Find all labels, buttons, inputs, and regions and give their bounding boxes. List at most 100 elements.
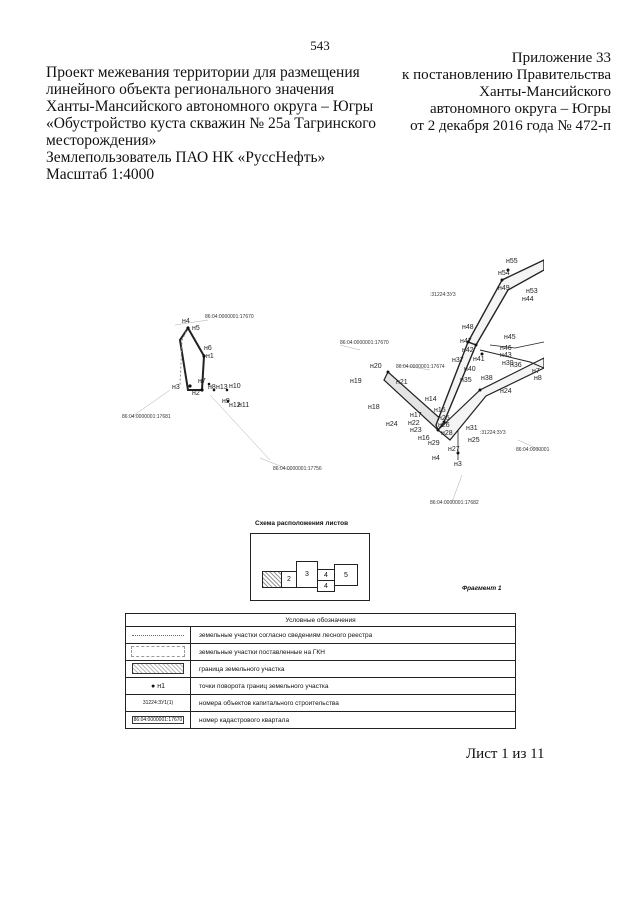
legend-symbol xyxy=(125,660,191,678)
title-line: Проект межевания территории для размещен… xyxy=(46,64,360,81)
point-label: н31 xyxy=(466,425,478,432)
point-label: н7 xyxy=(532,368,540,375)
page-number: 543 xyxy=(310,38,330,53)
point-label: н22 xyxy=(408,420,420,427)
point-label: н8 xyxy=(534,375,542,382)
appendix-line: к постановлению Правительства xyxy=(402,67,611,83)
cadastral-symbol: 86:04:0000001:17670 xyxy=(131,716,185,724)
legend-header: Условные обозначения xyxy=(285,616,356,624)
point-label: н15 xyxy=(434,407,446,414)
point-label: н25 xyxy=(438,415,450,422)
point-label: н18 xyxy=(368,404,380,411)
legend-symbol xyxy=(125,626,191,644)
cadastral-label: 86:04:0000001:17674 xyxy=(396,364,445,370)
document-title-block: Проект межевания территории для размещен… xyxy=(46,64,386,183)
appendix-line: от 2 декабря 2016 года № 472-п xyxy=(410,118,611,134)
sheet-number: 3 xyxy=(305,571,309,578)
object-label: :31224:ЗУ3 xyxy=(430,292,456,298)
scale-line: Масштаб 1:4000 xyxy=(46,166,155,183)
point-label: н6 xyxy=(204,345,212,352)
legend-text: номер кадастрового квартала xyxy=(190,711,516,729)
point-label: н8 xyxy=(208,384,216,391)
point-symbol-label: н1 xyxy=(157,682,165,690)
legend-symbol xyxy=(125,643,191,661)
legend-header-row: Условные обозначения xyxy=(126,614,516,627)
point-label: н27 xyxy=(448,446,460,453)
point-label: н19 xyxy=(350,378,362,385)
title-line: Ханты-Мансийского автономного округа – Ю… xyxy=(46,98,374,115)
legend-row: земельные участки поставленные на ГКН xyxy=(125,643,516,661)
point-label: н43 xyxy=(500,352,512,359)
legend-symbol: 86:04:0000001:17670 xyxy=(125,711,191,729)
legend-row: ● н1 точки поворота границ земельного уч… xyxy=(125,677,516,695)
legend-text: точки поворота границ земельного участка xyxy=(190,677,516,695)
point-label: н53 xyxy=(526,288,538,295)
fragment-label: Фрагмент 1 xyxy=(462,585,502,592)
point-label: н11 xyxy=(238,402,250,409)
point-label: н24 xyxy=(386,421,398,428)
point-label: н41 xyxy=(473,356,485,363)
sheet-number: 5 xyxy=(344,571,348,579)
sheet-number: 4 xyxy=(324,582,328,590)
point-label: н45 xyxy=(504,334,516,341)
legend-symbol: ● н1 xyxy=(125,677,191,695)
appendix-line: Приложение 33 xyxy=(511,50,611,66)
point-label: н3 xyxy=(454,461,462,468)
point-label: н46 xyxy=(500,345,512,352)
point-label: н44 xyxy=(522,296,534,303)
point-label: н21 xyxy=(396,379,408,386)
point-label: н55 xyxy=(506,258,518,265)
sheet-4b: 4 xyxy=(317,580,335,592)
map-fragment-right: н55 н54 н49 н53 н44 н48 н45 н47 н46 н42 … xyxy=(340,250,549,520)
land-user-line: Землепользователь ПАО НК «РуссНефть» xyxy=(46,149,326,166)
point-label: н13 xyxy=(216,384,228,391)
sheet-3: 3 xyxy=(296,561,318,588)
point-label: н25 xyxy=(468,437,480,444)
point-label: н48 xyxy=(462,324,474,331)
point-label: н20 xyxy=(370,363,382,370)
appendix-line: автономного округа – Югры xyxy=(429,101,611,117)
point-label: н42 xyxy=(462,347,474,354)
map-left-drawing xyxy=(129,319,291,471)
point-label: н40 xyxy=(464,366,476,373)
cadastral-label: 86:04:0000001:17681 xyxy=(122,414,171,420)
point-label: н4 xyxy=(182,318,190,325)
point-label: н39 xyxy=(502,360,514,367)
scheme-title: Схема расположения листов xyxy=(255,520,349,527)
cadastral-label: 86:04:0000001:17682 xyxy=(430,500,479,506)
point-label: н24 xyxy=(500,388,512,395)
sheet-counter: Лист 1 из 11 xyxy=(466,746,545,762)
legend-text: земельные участки поставленные на ГКН xyxy=(190,643,516,661)
point-label: н54 xyxy=(498,270,510,277)
legend-text: земельные участки согласно сведениям лес… xyxy=(190,626,516,644)
appendix-line: Ханты-Мансийского xyxy=(479,84,611,100)
point-label: н49 xyxy=(498,285,510,292)
point-label: н7 xyxy=(198,378,206,385)
legend-table: Условные обозначения земельные участки с… xyxy=(125,613,516,729)
point-label: н10 xyxy=(229,383,241,390)
title-line: месторождения» xyxy=(46,132,157,149)
map-fragment-left: н4 н5 н6 н1 н3 н2 н7 н8 н13 н10 н9 н12 н… xyxy=(110,250,322,490)
legend-row: 86:04:0000001:17670 номер кадастрового к… xyxy=(125,711,516,729)
point-label: н12 xyxy=(229,402,241,409)
point-label: н38 xyxy=(481,375,493,382)
title-line: линейного объекта регионального значения xyxy=(46,81,335,98)
point-label: н1 xyxy=(206,353,214,360)
cadastral-label: 86:04:0000001:17756 xyxy=(273,466,322,472)
sheet-number: 2 xyxy=(287,576,291,583)
point-label: н47 xyxy=(460,338,472,345)
point-label: н26 xyxy=(438,422,450,429)
cadastral-label: 86:04:0000001 xyxy=(516,447,550,453)
point-label: н5 xyxy=(192,325,200,332)
legend-row: граница земельного участка xyxy=(125,660,516,678)
point-label: н9 xyxy=(222,398,230,405)
sheet-layout-scheme: 2 3 4 4 5 xyxy=(250,533,370,601)
sheet-number: 4 xyxy=(324,571,328,579)
point-label: н4 xyxy=(432,455,440,462)
title-line: «Обустройство куста скважин № 25а Тагрин… xyxy=(46,115,377,132)
cadastral-label: 86:04:0000001:17670 xyxy=(205,314,254,320)
legend-row: земельные участки согласно сведениям лес… xyxy=(125,626,516,644)
legend-text: номера объектов капитального строительст… xyxy=(190,694,516,712)
point-label: н29 xyxy=(428,440,440,447)
point-label: н35 xyxy=(460,377,472,384)
